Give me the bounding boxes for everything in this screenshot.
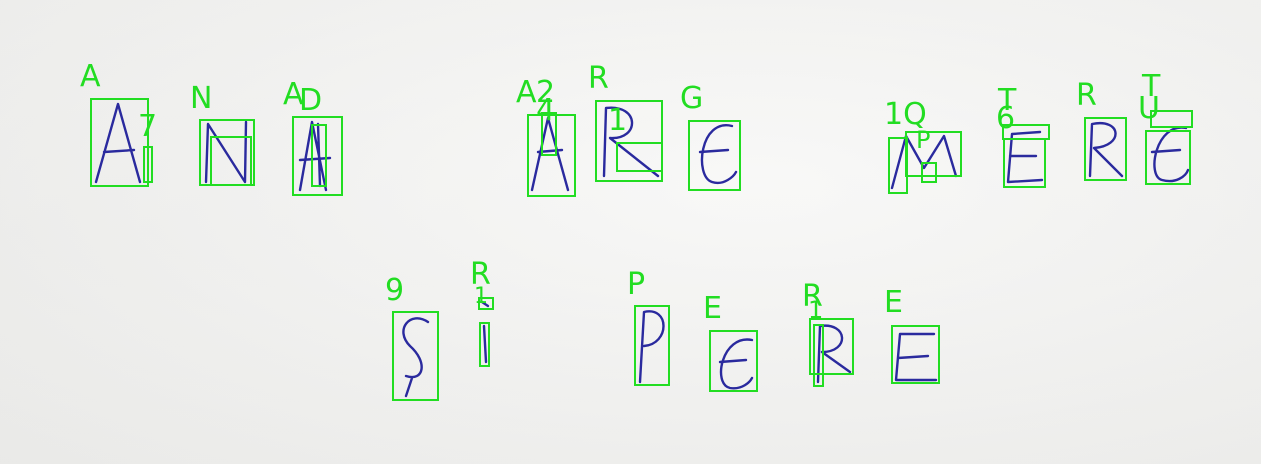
detection-label: D	[299, 83, 323, 118]
ink-letter-e	[1006, 130, 1044, 184]
detection-label: 2	[536, 75, 556, 110]
detection-box	[311, 124, 327, 187]
detection-box	[813, 324, 824, 387]
ink-letter-a	[94, 102, 142, 184]
detection-box	[90, 98, 149, 187]
detection-box	[888, 137, 908, 194]
detection-label: R	[470, 257, 491, 292]
detection-label: 7	[138, 109, 158, 144]
detection-label: A	[516, 75, 537, 110]
detection-box	[891, 325, 940, 384]
detection-box	[1145, 130, 1191, 185]
detection-box	[1003, 138, 1046, 188]
detection-box	[616, 142, 663, 172]
detection-box	[688, 120, 741, 191]
detection-label: 9	[385, 273, 405, 308]
ink-letter-r	[1088, 121, 1124, 178]
detection-box	[634, 305, 670, 386]
detection-box	[479, 322, 490, 367]
ink-letter-e	[698, 124, 738, 185]
detection-box	[921, 162, 937, 183]
detection-box	[478, 297, 494, 310]
ink-letter-m	[890, 134, 958, 190]
detection-label: E	[884, 285, 903, 320]
detection-box	[210, 136, 252, 186]
detection-box	[595, 100, 663, 182]
ink-letter-e	[718, 338, 754, 390]
detection-label: N	[190, 81, 213, 116]
detection-box	[143, 146, 153, 183]
detection-label: P	[916, 126, 931, 154]
detection-box	[809, 318, 854, 375]
detection-label: G	[680, 81, 704, 116]
detection-box	[541, 112, 557, 156]
detection-label: E	[703, 291, 722, 326]
ink-letter-s	[402, 317, 430, 398]
ink-letter-e	[1150, 126, 1190, 183]
detection-label: R	[802, 279, 823, 314]
detection-box	[905, 131, 962, 177]
detection-label: 1	[808, 296, 824, 324]
detection-box	[1084, 117, 1127, 181]
detection-label: A	[283, 77, 304, 112]
detection-label: R	[588, 61, 609, 96]
ink-letter-i	[480, 300, 490, 364]
detection-label: A	[80, 59, 101, 94]
detection-box	[292, 116, 343, 196]
detection-label: P	[627, 267, 646, 302]
detection-label: U	[1138, 91, 1160, 126]
detection-box	[527, 114, 576, 197]
detection-box	[1150, 110, 1193, 128]
detection-label: T	[1142, 69, 1161, 104]
detection-label: R	[1076, 78, 1097, 113]
detection-label: 1	[608, 103, 628, 138]
ink-letter-n	[204, 120, 248, 184]
detection-label: 4	[536, 93, 556, 128]
detection-label: 6	[996, 101, 1016, 136]
ink-letter-r	[602, 106, 660, 178]
ink-letter-p	[638, 310, 665, 384]
detection-label: 1	[474, 284, 488, 309]
ink-letter-e	[894, 332, 938, 382]
detection-box	[709, 330, 758, 392]
detection-label: T	[998, 83, 1017, 118]
detection-label: 1Q	[884, 97, 927, 132]
detection-box	[392, 311, 439, 401]
